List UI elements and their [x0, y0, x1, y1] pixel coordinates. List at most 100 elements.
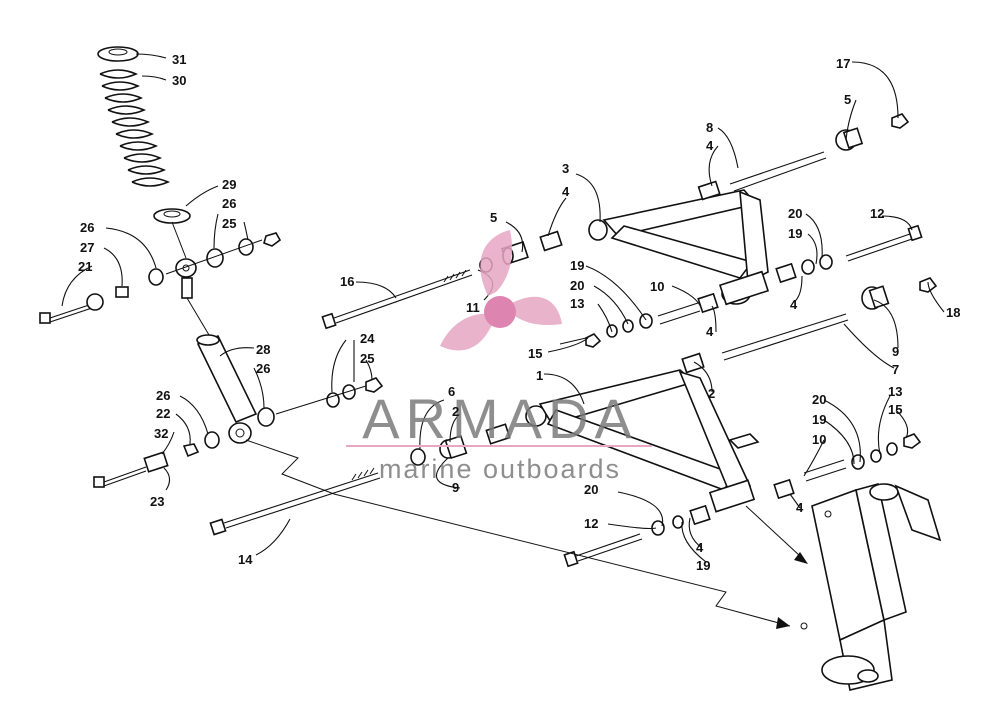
assembly-arrow-upper	[745, 505, 808, 564]
spindle	[800, 483, 942, 691]
spring-seat	[153, 208, 191, 224]
part-label-13: 13	[570, 296, 584, 311]
part-label-25: 25	[222, 216, 236, 231]
part-label-32: 32	[154, 426, 168, 441]
part-label-8: 8	[706, 120, 713, 135]
upper-shaft	[729, 151, 827, 192]
part-label-19: 19	[788, 226, 802, 241]
part-label-14: 14	[238, 552, 253, 567]
part-label-4: 4	[790, 297, 798, 312]
upper-bushing-flanged	[835, 127, 864, 151]
part-label-26: 26	[256, 361, 270, 376]
watermark-brand: ARMADA	[362, 387, 638, 450]
part-label-15: 15	[528, 346, 542, 361]
part-label-28: 28	[256, 342, 270, 357]
part-label-24: 24	[360, 331, 375, 346]
nut	[585, 333, 602, 348]
shock-absorber-body	[196, 334, 258, 424]
part-label-18: 18	[946, 305, 960, 320]
part-label-12: 12	[584, 516, 598, 531]
washer	[851, 454, 865, 470]
part-label-3: 3	[562, 161, 569, 176]
bushing	[697, 180, 721, 201]
part-label-5: 5	[490, 210, 497, 225]
part-label-10: 10	[650, 279, 664, 294]
spring-cap	[97, 46, 139, 62]
armada-logo-mark	[440, 230, 562, 351]
part-label-25: 25	[360, 351, 374, 366]
washer	[622, 319, 634, 333]
part-label-7: 7	[892, 362, 899, 377]
part-label-4: 4	[562, 184, 570, 199]
part-label-26: 26	[80, 220, 94, 235]
part-label-23: 23	[150, 494, 164, 509]
bushing	[697, 292, 719, 314]
lower-a-arm	[525, 369, 760, 513]
part-label-4: 4	[696, 540, 704, 555]
part-label-6: 6	[448, 384, 455, 399]
part-label-30: 30	[172, 73, 186, 88]
shock-lower-eye	[228, 422, 252, 444]
lower-bushing-flanged	[861, 285, 890, 310]
part-label-26: 26	[156, 388, 170, 403]
watermark-tagline: marine outboards	[379, 454, 621, 484]
washer	[672, 515, 684, 529]
part-label-4: 4	[706, 324, 714, 339]
part-label-12: 12	[870, 206, 884, 221]
upper-mount-bolt	[39, 232, 282, 324]
leader-lines	[61, 53, 945, 563]
part-label-1: 1	[536, 368, 543, 383]
assembly-arrow-lower	[245, 439, 791, 629]
part-label-26: 26	[222, 196, 236, 211]
coil-spring	[99, 69, 170, 187]
lower-shaft	[721, 313, 849, 361]
part-labels: 31 30 29 26 25 26 27 21 28 26 24 25 26 2…	[78, 52, 960, 573]
washer	[639, 313, 653, 329]
washer	[410, 448, 426, 466]
part-label-5: 5	[844, 92, 851, 107]
part-label-9: 9	[892, 344, 899, 359]
part-label-21: 21	[78, 259, 92, 274]
part-label-20: 20	[812, 392, 826, 407]
part-label-27: 27	[80, 240, 94, 255]
part-label-29: 29	[222, 177, 236, 192]
mid-sleeve	[657, 302, 701, 325]
part-label-20: 20	[584, 482, 598, 497]
part-label-11: 11	[466, 300, 480, 315]
long-bolt	[209, 467, 381, 536]
bushing	[539, 230, 563, 252]
part-label-9: 9	[452, 480, 459, 495]
shock-upper-eye	[175, 258, 213, 341]
part-label-15: 15	[888, 402, 902, 417]
washer	[801, 259, 815, 275]
lower-mount-bolt	[93, 377, 384, 488]
part-label-22: 22	[156, 406, 170, 421]
bushing	[681, 352, 705, 374]
upper-bolt-12	[845, 224, 923, 262]
bushing	[689, 504, 711, 526]
part-label-31: 31	[172, 52, 186, 67]
part-label-20: 20	[570, 278, 584, 293]
part-label-4: 4	[796, 500, 804, 515]
part-label-17: 17	[836, 56, 850, 71]
part-label-19: 19	[696, 558, 710, 573]
long-bolt-upper	[321, 269, 473, 330]
lower-sleeve	[803, 459, 847, 482]
part-label-10: 10	[812, 432, 826, 447]
washer	[870, 449, 882, 463]
nut	[891, 113, 910, 129]
nut	[903, 433, 922, 449]
part-label-2: 2	[708, 386, 715, 401]
part-label-19: 19	[812, 412, 826, 427]
bushing	[773, 478, 795, 500]
part-label-19: 19	[570, 258, 584, 273]
bushing	[485, 423, 511, 445]
part-label-16: 16	[340, 274, 354, 289]
part-label-2: 2	[452, 404, 459, 419]
bushing	[775, 262, 797, 284]
upper-a-arm	[588, 189, 770, 306]
part-label-4: 4	[706, 138, 714, 153]
part-label-13: 13	[888, 384, 902, 399]
